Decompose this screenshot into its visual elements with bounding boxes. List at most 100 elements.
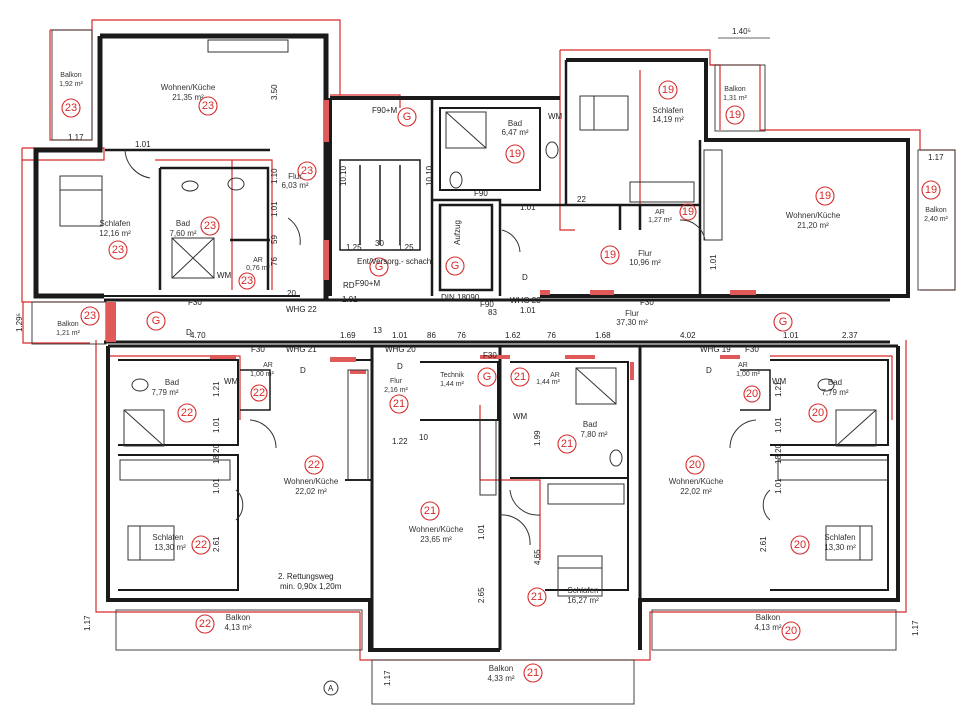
fixtures: [59, 39, 889, 597]
f30-label: F30: [483, 351, 497, 360]
svg-text:1.25: 1.25: [398, 243, 414, 252]
zone-marker: 22: [304, 455, 324, 475]
svg-text:13: 13: [373, 326, 382, 335]
room-area: 7,60 m²: [169, 229, 196, 238]
door-d: D: [300, 366, 306, 375]
room-area: 1,21 m²: [56, 330, 80, 337]
svg-text:2.61: 2.61: [759, 536, 768, 552]
svg-text:1.01: 1.01: [392, 331, 408, 340]
svg-text:1.62: 1.62: [505, 331, 521, 340]
svg-text:20: 20: [689, 459, 701, 471]
room-area: 7,80 m²: [580, 430, 607, 439]
svg-text:76: 76: [547, 331, 556, 340]
din-label: DIN 18090: [441, 293, 480, 302]
room-area: 12,16 m²: [99, 229, 131, 238]
svg-text:23: 23: [241, 275, 253, 287]
room-name: AR: [655, 209, 665, 216]
room-name: Wohnen/Küche: [161, 83, 216, 92]
zone-marker: 20: [781, 621, 801, 641]
wm-label: WM: [217, 271, 232, 280]
svg-text:20: 20: [785, 625, 797, 637]
zone-marker: 20: [743, 385, 761, 403]
top-dim: 1.40⁵: [732, 27, 751, 36]
svg-text:2.61: 2.61: [212, 536, 221, 552]
zone-marker: G: [773, 312, 793, 332]
room-name: Bad: [828, 378, 842, 387]
room-name: Bad: [176, 219, 190, 228]
svg-text:2.37: 2.37: [842, 331, 858, 340]
room-area: 1,00 m²: [736, 371, 760, 378]
zone-marker: 23: [297, 161, 317, 181]
zone-marker: 23: [238, 272, 256, 290]
room-name: Balkon: [489, 664, 513, 673]
zone-marker: 19: [658, 80, 678, 100]
room-name: Bad: [583, 420, 597, 429]
zone-markers: 23 23 23 23 23 23 23 19 19 19 19 19 19 1…: [61, 80, 941, 683]
svg-text:20: 20: [794, 539, 806, 551]
room-area: 4,13 m²: [224, 623, 251, 632]
room-name: Balkon: [226, 613, 250, 622]
svg-text:1.01: 1.01: [783, 331, 799, 340]
svg-text:30: 30: [375, 239, 384, 248]
whg19-label: WHG 19: [700, 345, 731, 354]
room-name: Flur: [390, 378, 403, 385]
zone-marker: 22: [191, 535, 211, 555]
room-name: Schlafen: [652, 106, 683, 115]
svg-text:21: 21: [531, 591, 543, 603]
room-area: 6,03 m²: [281, 181, 308, 190]
room-area: 13,30 m²: [154, 543, 186, 552]
room-name: Wohnen/Küche: [669, 477, 724, 486]
svg-text:1.69: 1.69: [340, 331, 356, 340]
door-d: D: [522, 273, 528, 282]
room-area: 7,79 m²: [821, 388, 848, 397]
room-area: 1,00 m²: [250, 371, 274, 378]
room-name: Wohnen/Küche: [284, 477, 339, 486]
svg-text:18 20: 18 20: [774, 443, 783, 464]
f30-label: F30: [188, 298, 202, 307]
zone-marker: 21: [389, 394, 409, 414]
north-marker: A: [328, 684, 334, 693]
room-name: Flur: [288, 172, 302, 181]
wm-label: WM: [772, 377, 787, 386]
zone-marker: 19: [679, 203, 697, 221]
whg23-label: WHG 23: [510, 296, 541, 305]
room-name: Bad: [508, 119, 522, 128]
room-name: AR: [550, 372, 560, 379]
zone-marker: 21: [557, 434, 577, 454]
room-area: 22,02 m²: [295, 487, 327, 496]
zone-marker-g: G: [397, 107, 417, 127]
rettung-label: min. 0,90x 1,20m: [280, 582, 342, 591]
f30-label: F30: [640, 298, 654, 307]
svg-text:1.68: 1.68: [595, 331, 611, 340]
zone-marker: 23: [198, 96, 218, 116]
whg22-label: WHG 22: [286, 305, 317, 314]
room-name: Balkon: [724, 86, 746, 93]
svg-text:22: 22: [199, 618, 211, 630]
svg-text:23: 23: [84, 310, 96, 322]
zone-marker: 21: [510, 367, 530, 387]
svg-text:1.01: 1.01: [212, 478, 221, 494]
svg-text:1.01: 1.01: [342, 295, 358, 304]
room-labels: Wohnen/Küche 21,35 m² Balkon 1,92 m² Sch…: [56, 72, 948, 683]
room-name: Technik: [440, 372, 464, 379]
room-area: 7,79 m²: [151, 388, 178, 397]
zone-marker-g: G: [369, 257, 389, 277]
whg21-label: WHG 21: [286, 345, 317, 354]
svg-text:23: 23: [112, 244, 124, 256]
zone-marker: 19: [505, 144, 525, 164]
svg-text:1.25: 1.25: [346, 243, 362, 252]
rd-label: RD: [343, 281, 355, 290]
svg-text:10: 10: [419, 433, 428, 442]
room-name: Balkon: [57, 321, 79, 328]
f90-label: F90: [480, 300, 494, 309]
tech-labels: WM WM WM WM WM Aufzug RD F90+M F90+M DIN…: [186, 106, 787, 696]
zone-marker: 22: [177, 403, 197, 423]
red-wall-accents: [106, 100, 756, 380]
svg-text:19: 19: [604, 249, 616, 261]
room-area: 14,19 m²: [652, 115, 684, 124]
room-name: Wohnen/Küche: [409, 525, 464, 534]
svg-text:21: 21: [514, 371, 526, 383]
f90m-label: F90+M: [372, 106, 397, 115]
svg-text:19: 19: [729, 109, 741, 121]
svg-text:1.01: 1.01: [774, 478, 783, 494]
